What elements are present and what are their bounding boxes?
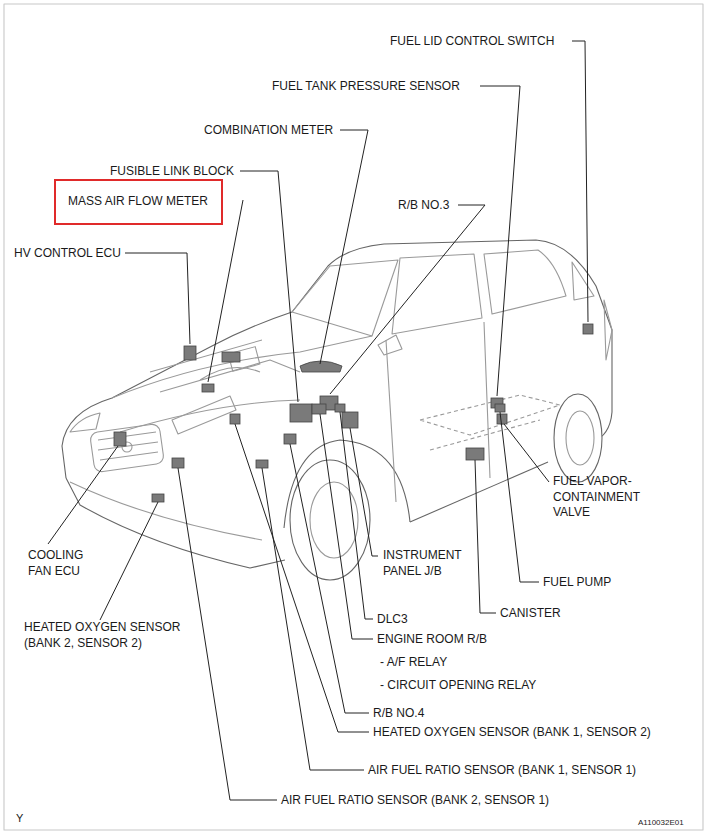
orientation-mark: Y xyxy=(16,811,23,825)
leader-line xyxy=(262,468,364,770)
valve-part xyxy=(497,414,507,424)
canister-part xyxy=(466,448,484,460)
ecu-part xyxy=(222,352,240,362)
leader-line xyxy=(330,205,485,394)
leader-line xyxy=(100,502,158,620)
headlamp xyxy=(172,396,236,434)
relay-block-part xyxy=(284,434,296,444)
part-label: HEATED OXYGEN SENSOR (BANK 2, SENSOR 2) xyxy=(24,620,200,651)
part-label: FUEL VAPOR- CONTAINMENT VALVE xyxy=(553,474,653,521)
part-label: INSTRUMENT PANEL J/B xyxy=(383,548,471,579)
sensor-part xyxy=(152,494,164,502)
rear-lamp xyxy=(604,300,612,360)
switch-part xyxy=(583,324,593,334)
bumper-line xyxy=(70,482,262,540)
side-window xyxy=(484,250,566,314)
quarter-window xyxy=(572,262,594,300)
junction-block-part xyxy=(342,412,358,428)
part-label: FUEL LID CONTROL SWITCH xyxy=(390,34,554,50)
side-sill xyxy=(410,462,548,522)
part-label: HEATED OXYGEN SENSOR (BANK 1, SENSOR 2) xyxy=(373,725,651,741)
hood-edge xyxy=(112,336,372,398)
side-window xyxy=(392,254,482,334)
sensor-part xyxy=(230,414,240,424)
part-label: AIR FUEL RATIO SENSOR (BANK 1, SENSOR 1) xyxy=(368,763,636,779)
grille-bars xyxy=(98,432,158,460)
windshield xyxy=(292,260,398,336)
leader-line xyxy=(178,468,277,800)
leader-line xyxy=(320,130,368,364)
fuel-tank xyxy=(420,395,560,435)
meter-part xyxy=(300,361,342,372)
part-label: - A/F RELAY xyxy=(380,655,447,671)
rear-wheel xyxy=(554,394,602,482)
pump-part xyxy=(495,404,505,412)
sensor-part xyxy=(172,458,184,468)
part-label: COOLING FAN ECU xyxy=(28,548,94,579)
sensor-part xyxy=(202,384,214,392)
sensor-part xyxy=(256,460,268,468)
frame xyxy=(4,4,703,830)
ecu-part xyxy=(184,346,196,360)
fuse-block-part xyxy=(290,404,312,422)
connector-part xyxy=(335,404,345,412)
relay-block-part xyxy=(312,404,326,414)
front-bumper xyxy=(66,478,285,568)
part-label: COMBINATION METER xyxy=(204,123,333,139)
leader-line xyxy=(475,460,496,613)
leader-line xyxy=(500,412,539,582)
component-name: MASS AIR FLOW METER xyxy=(68,194,209,210)
part-label: R/B NO.4 xyxy=(373,706,424,722)
part-label: ENGINE ROOM R/B xyxy=(377,632,487,648)
leader-line xyxy=(480,86,520,396)
fuel-line xyxy=(430,420,540,450)
part-label: FUEL PUMP xyxy=(543,575,611,591)
part-label: DLC3 xyxy=(377,612,408,628)
leader-line xyxy=(48,446,118,544)
leader-line xyxy=(504,424,549,482)
leader-line xyxy=(125,253,190,344)
leader-line xyxy=(240,171,298,402)
part-label: R/B NO.3 xyxy=(398,198,449,214)
part-label: - CIRCUIT OPENING RELAY xyxy=(380,678,536,694)
headlamp xyxy=(70,413,100,432)
part-label: AIR FUEL RATIO SENSOR (BANK 2, SENSOR 1) xyxy=(281,793,549,809)
body-outline xyxy=(62,240,612,478)
leader-line xyxy=(350,428,378,556)
highlight-box: MASS AIR FLOW METER xyxy=(54,179,223,225)
part-label: HV CONTROL ECU xyxy=(14,246,121,262)
leader-line xyxy=(235,424,369,732)
drawing-code: A110032E01 xyxy=(638,818,684,828)
part-label: FUEL TANK PRESSURE SENSOR xyxy=(272,79,460,95)
part-label: FUSIBLE LINK BLOCK xyxy=(110,164,234,180)
ecu-part xyxy=(114,432,126,446)
grille xyxy=(90,423,165,472)
mirror xyxy=(378,335,402,355)
wheel-rim xyxy=(566,411,594,465)
wheel-rim xyxy=(310,482,358,558)
leader-line xyxy=(208,200,243,382)
leader-line xyxy=(572,41,588,322)
leader-line xyxy=(290,444,369,713)
part-label: CANISTER xyxy=(500,606,561,622)
leader-line xyxy=(320,414,373,639)
engine-detail xyxy=(150,340,300,392)
